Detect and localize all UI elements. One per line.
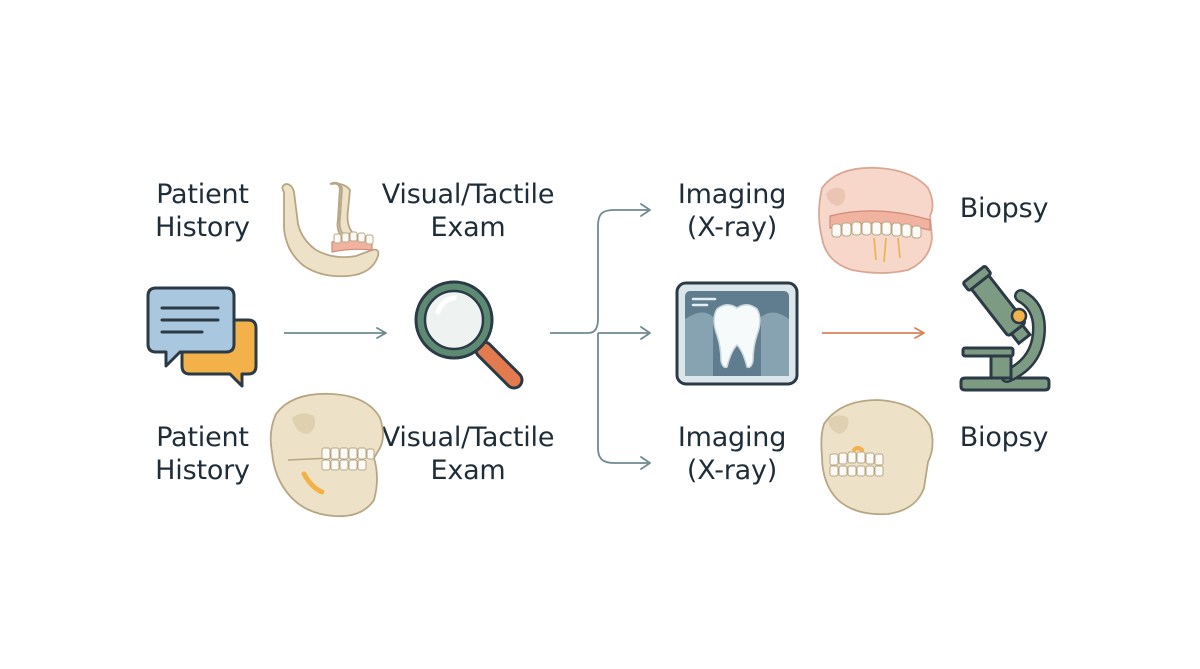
arrowhead-middle (640, 326, 651, 340)
branch-connector (550, 209, 648, 464)
lower-jaw-illustration (281, 181, 380, 278)
skull-side-illustration (820, 399, 934, 516)
skull-jaw-illustration (269, 392, 384, 518)
arrowhead-top (640, 203, 651, 217)
speech-bubbles-icon (146, 286, 258, 388)
label-imaging-xray-bottom: Imaging(X-ray) (677, 422, 787, 486)
microscope-icon (959, 265, 1051, 392)
magnifying-glass-icon (414, 280, 524, 390)
label-imaging-xray-top: Imaging(X-ray) (677, 179, 787, 243)
label-biopsy-top: Biopsy (959, 193, 1049, 224)
arrowhead-bottom (640, 456, 651, 470)
tooth-xray-icon (675, 281, 799, 386)
upper-jaw-gum-illustration (818, 166, 934, 274)
label-biopsy-bottom: Biopsy (959, 422, 1049, 453)
